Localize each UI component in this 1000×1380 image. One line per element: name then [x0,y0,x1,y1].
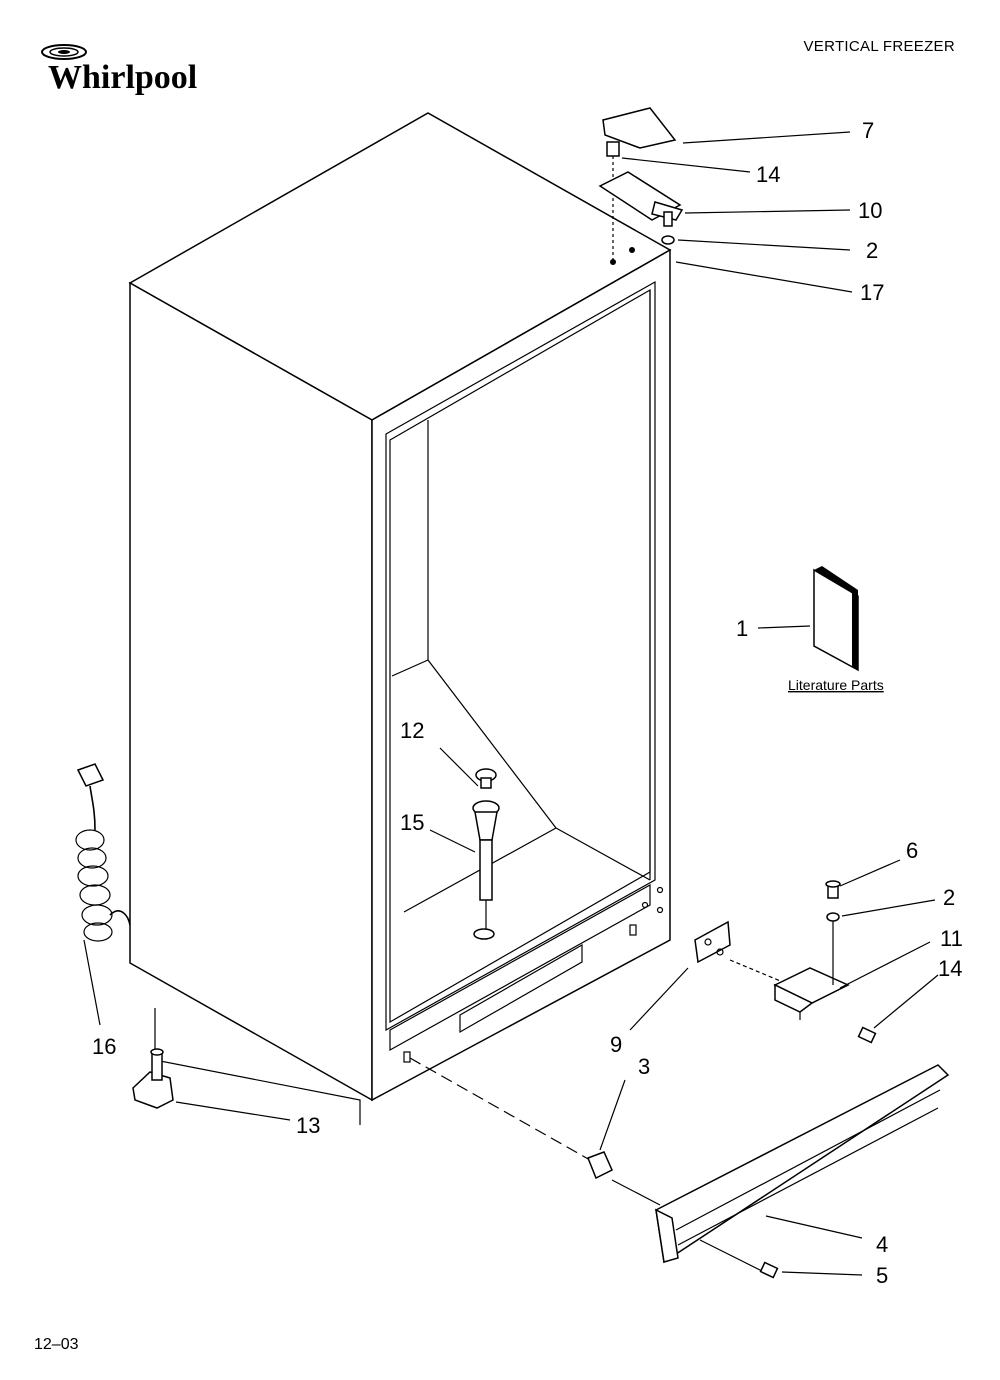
callout-11: 11 [940,926,963,951]
power-cord [75,763,131,942]
callout-2-bottom: 2 [943,885,955,910]
page-title: VERTICAL FREEZER [803,38,955,55]
callout-2-top: 2 [866,238,878,263]
callout-6: 6 [906,838,918,863]
callout-13: 13 [296,1113,320,1138]
callout-14-bottom: 14 [938,956,962,981]
callout-15: 15 [400,810,424,835]
callout-4: 4 [876,1232,888,1257]
callout-3: 3 [638,1054,650,1079]
date-code: 12–03 [34,1336,79,1353]
callout-leaders [83,131,939,1276]
cabinet [128,112,672,1102]
base-rail [154,1008,361,1125]
callout-10: 10 [858,198,882,223]
whirlpool-logo: Whirlpool [34,38,214,98]
top-hinge-assembly [598,107,684,265]
leveling-leg [132,1048,174,1109]
callout-numbers: 7 14 10 2 17 1 12 15 6 2 11 14 9 3 16 13… [92,118,963,1288]
callout-17: 17 [860,280,884,305]
callout-5: 5 [876,1263,888,1288]
callout-7: 7 [862,118,874,143]
callout-14-top: 14 [756,162,780,187]
callout-9: 9 [610,1032,622,1057]
literature-parts-label: Literature Parts [788,677,884,693]
callout-1: 1 [736,616,748,641]
callout-12: 12 [400,718,424,743]
brand-wordmark: Whirlpool [48,59,197,96]
literature-booklet [813,566,859,672]
toe-grille [409,1057,950,1279]
drain-assembly [472,768,500,940]
bottom-hinge-assembly [694,880,877,1044]
callout-16: 16 [92,1034,116,1059]
